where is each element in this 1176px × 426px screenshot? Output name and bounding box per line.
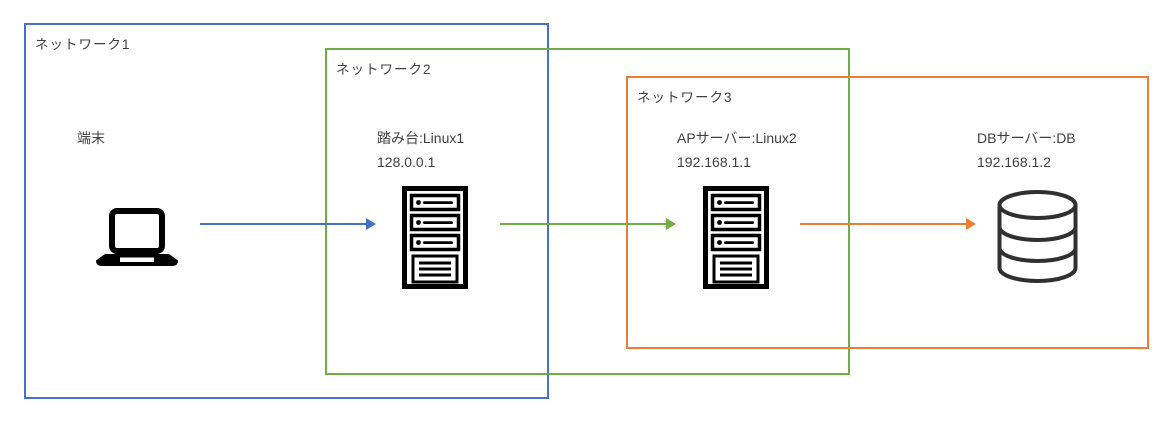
network1-boundary: ネットワーク1 (24, 23, 549, 399)
arrow-head (366, 218, 376, 230)
network3-boundary: ネットワーク3 (626, 76, 1149, 349)
laptop-icon (96, 208, 178, 266)
ap-server-label: APサーバー:Linux2 (677, 130, 797, 146)
database-icon (997, 189, 1078, 284)
arrow-ap-to-db (800, 218, 976, 230)
bastion-ip: 128.0.0.1 (377, 154, 436, 170)
terminal-label: 端末 (77, 130, 105, 146)
arrow-head (966, 218, 976, 230)
network2-label: ネットワーク2 (336, 62, 432, 77)
arrow-shaft (200, 223, 367, 225)
network3-label: ネットワーク3 (637, 90, 733, 105)
db-server-label: DBサーバー:DB (977, 130, 1076, 146)
arrow-shaft (500, 223, 667, 225)
bastion-label: 踏み台:Linux1 (377, 130, 465, 146)
ap-server-ip: 192.168.1.1 (677, 154, 751, 170)
arrow-bastion-to-ap (500, 218, 676, 230)
network1-label: ネットワーク1 (35, 37, 131, 52)
arrow-head (666, 218, 676, 230)
server-icon (402, 186, 468, 289)
network2-boundary: ネットワーク2 (325, 48, 850, 375)
server-icon (703, 186, 769, 289)
db-server-ip: 192.168.1.2 (977, 154, 1051, 170)
arrow-terminal-to-bastion (200, 218, 376, 230)
arrow-shaft (800, 223, 967, 225)
